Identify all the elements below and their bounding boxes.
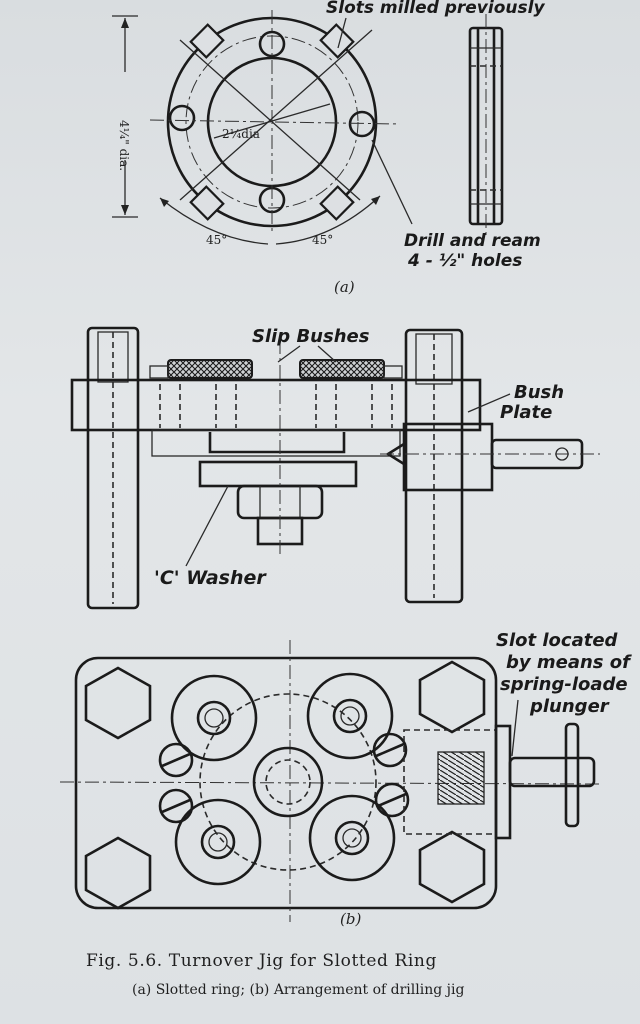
label-angle-right: 45°	[312, 233, 333, 247]
slotted-ring-view	[112, 10, 504, 245]
locking-screw	[374, 782, 410, 818]
label-outer-diameter: 4¼" dia.	[117, 120, 131, 171]
label-c-washer: 'C' Washer	[154, 567, 267, 589]
label-by-means-of: by means of	[506, 652, 632, 673]
drilled-hole	[348, 110, 376, 138]
sublabel-b: (b)	[340, 910, 361, 928]
label-spring-loaded: spring-loade	[500, 674, 628, 695]
figure-caption-subtitle: (a) Slotted ring; (b) Arrangement of dri…	[132, 982, 464, 998]
central-stud	[252, 746, 324, 818]
jig-elevation-view	[70, 326, 600, 610]
bush-boss	[174, 798, 262, 886]
slot-notch	[319, 23, 355, 59]
plunger-flange	[494, 724, 512, 840]
plunger-handle-pin	[564, 722, 580, 828]
label-drill-ream: Drill and ream	[404, 231, 541, 251]
sublabel-a: (a)	[334, 278, 355, 296]
label-plunger: plunger	[529, 696, 610, 717]
slip-bush-left	[167, 359, 253, 379]
label-holes: 4 - ½" holes	[407, 251, 522, 271]
label-angle-left: 45°	[206, 233, 227, 247]
label-inner-diameter: 2¼dia	[222, 127, 260, 141]
figure-caption-title: Fig. 5.6. Turnover Jig for Slotted Ring	[86, 951, 437, 971]
label-slip-bushes: Slip Bushes	[252, 326, 370, 347]
slip-bush-right	[299, 359, 385, 379]
slot-notch	[189, 185, 225, 221]
locking-screw	[158, 788, 194, 824]
jig-leg-right	[404, 328, 464, 604]
corner-hex-nut	[84, 836, 152, 910]
bush-boss	[308, 794, 396, 882]
slot-notch	[319, 185, 355, 221]
jig-plan-view	[59, 640, 601, 922]
label-plate: Plate	[500, 402, 552, 423]
plunger-housing	[402, 422, 494, 492]
c-washer	[198, 460, 358, 488]
corner-hex-nut	[418, 830, 486, 904]
locking-screw	[372, 732, 408, 768]
bush-boss	[306, 672, 394, 760]
corner-hex-nut	[418, 660, 486, 734]
bush-boss	[170, 674, 258, 762]
label-slot-located: Slot located	[496, 630, 619, 651]
label-bush: Bush	[514, 382, 564, 403]
plunger-spring	[437, 751, 485, 805]
bush-plate	[70, 378, 482, 432]
label-slots-milled: Slots milled previously	[326, 0, 545, 18]
jig-leg-left	[86, 326, 140, 610]
drilled-hole	[168, 104, 196, 132]
locking-screw	[158, 742, 194, 778]
corner-hex-nut	[84, 666, 152, 740]
plunger-shaft	[508, 756, 596, 788]
slot-notch	[189, 23, 225, 59]
